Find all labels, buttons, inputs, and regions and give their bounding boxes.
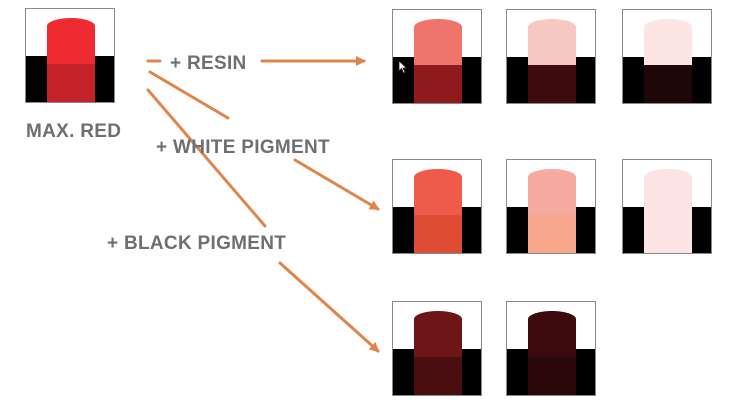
- strip-over-white: [528, 311, 576, 357]
- swatch-black-1: [392, 301, 482, 396]
- swatch-white-2: [506, 159, 596, 254]
- strip-over-black: [528, 357, 576, 395]
- strip-over-black: [528, 215, 576, 253]
- strip-over-black: [47, 64, 95, 102]
- swatch-black-2: [506, 301, 596, 396]
- black-pigment-label: + BLACK PIGMENT: [107, 233, 287, 254]
- paint-strip: [528, 19, 576, 103]
- white-pigment-arrow: [293, 158, 380, 211]
- swatch-resin-1: [392, 9, 482, 104]
- strip-over-white: [644, 169, 692, 215]
- strip-over-white: [528, 19, 576, 65]
- strip-over-black: [414, 357, 462, 395]
- strip-over-white: [414, 19, 462, 65]
- strip-over-white: [414, 311, 462, 357]
- black-pigment-arrow-start: [146, 88, 267, 228]
- paint-strip: [47, 18, 95, 102]
- strip-over-black: [644, 65, 692, 103]
- swatch-resin-2: [506, 9, 596, 104]
- paint-strip: [528, 311, 576, 395]
- strip-over-white: [644, 19, 692, 65]
- strip-over-black: [414, 215, 462, 253]
- strip-over-white: [414, 169, 462, 215]
- mouse-cursor-icon: [398, 60, 408, 74]
- paint-strip: [414, 19, 462, 103]
- swatch-resin-3: [622, 9, 712, 104]
- strip-over-white: [47, 18, 95, 64]
- strip-over-black: [414, 65, 462, 103]
- paint-strip: [414, 169, 462, 253]
- swatch-white-3: [622, 159, 712, 254]
- white-pigment-arrow-head-segment: [148, 70, 230, 120]
- strip-over-black: [644, 215, 692, 253]
- white-pigment-label: + WHITE PIGMENT: [156, 137, 330, 158]
- paint-strip: [414, 311, 462, 395]
- source-label: MAX. RED: [26, 121, 122, 142]
- strip-over-white: [528, 169, 576, 215]
- strip-over-black: [528, 65, 576, 103]
- paint-strip: [528, 169, 576, 253]
- resin-label: + RESIN: [170, 53, 247, 74]
- swatch-white-1: [392, 159, 482, 254]
- black-pigment-arrow: [278, 261, 380, 353]
- swatch-max-red: [25, 8, 115, 103]
- paint-strip: [644, 19, 692, 103]
- paint-strip: [644, 169, 692, 253]
